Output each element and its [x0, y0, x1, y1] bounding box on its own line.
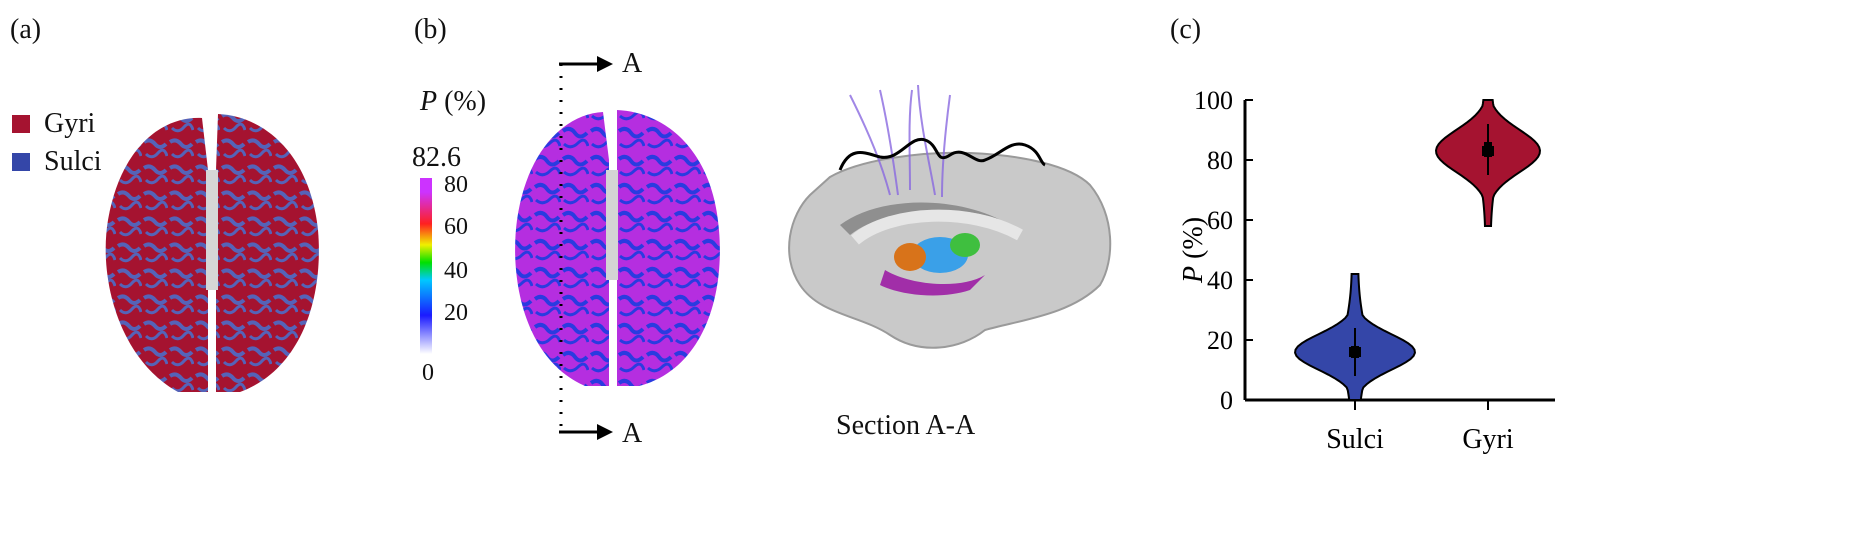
x-tick-label-sulci: Sulci: [1326, 424, 1384, 455]
legend-label-sulci: Sulci: [44, 146, 102, 177]
brain-top-view-gyri-sulci: [105, 114, 319, 393]
x-tick-label-gyri: Gyri: [1462, 424, 1514, 455]
y-tick-label: 60: [1207, 206, 1233, 235]
violin-chart: 100 80 60 40 20 0 P (%) Sulci Gyri: [1178, 86, 1555, 455]
y-tick-label: 80: [1207, 146, 1233, 175]
colorbar-title: P (%): [420, 86, 487, 117]
section-caption: Section A-A: [836, 410, 976, 441]
colorbar-tick-0: 0: [422, 360, 434, 386]
legend-item-sulci: Sulci: [12, 146, 102, 178]
panel-c-label: (c): [1170, 14, 1202, 45]
y-tick-label: 100: [1194, 86, 1233, 115]
brain-top-view-probability: [515, 56, 720, 440]
legend-swatch-gyri: [12, 115, 30, 133]
violin-median-sulci: [1349, 347, 1361, 357]
panel-a-label: (a): [10, 14, 42, 45]
y-axis-label: P (%): [1178, 217, 1209, 284]
y-tick-label: 20: [1207, 326, 1233, 355]
colorbar-tick-40: 40: [444, 258, 468, 284]
sagittal-section-image: [788, 85, 1112, 349]
violin-median-gyri: [1482, 146, 1494, 156]
panel-b-label: (b): [414, 14, 447, 45]
legend-label-gyri: Gyri: [44, 108, 96, 139]
y-tick-label: 40: [1207, 266, 1233, 295]
section-marker-top: A: [622, 48, 643, 79]
colorbar-tick-20: 20: [444, 300, 468, 326]
y-tick-label: 0: [1220, 386, 1233, 415]
colorbar: [420, 178, 432, 354]
legend-swatch-sulci: [12, 153, 30, 171]
colorbar-max-label: 82.6: [412, 142, 461, 173]
colorbar-tick-80: 80: [444, 172, 468, 198]
legend-item-gyri: Gyri: [12, 108, 95, 140]
colorbar-tick-60: 60: [444, 214, 468, 240]
section-marker-bottom: A: [622, 418, 643, 449]
